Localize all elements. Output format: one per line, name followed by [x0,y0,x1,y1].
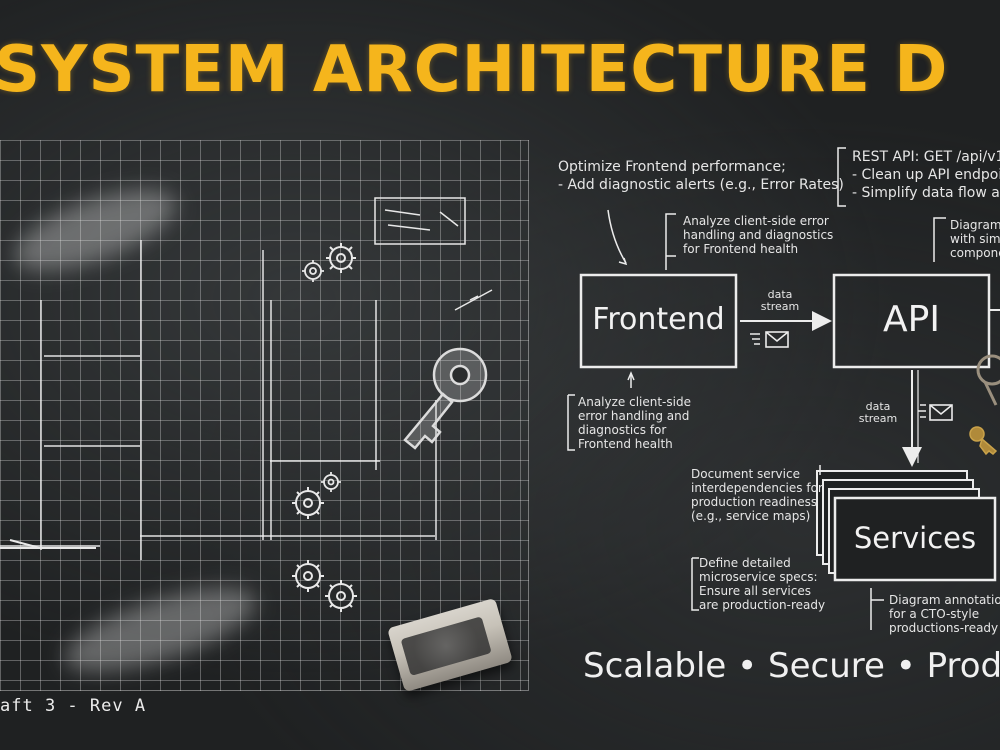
sketch-box-icon [374,197,466,245]
rest-api-note: REST API: GET /api/v1 - Clean up API end… [852,149,1000,201]
gear-icon [321,472,341,492]
chalk-line [270,300,272,540]
key-icon [969,426,998,456]
api-services-edge-label: data stream [858,400,898,425]
diagram-annotation-note: Diagram annotation for a CTO-style produ… [889,593,1000,635]
grid-sketch-board [0,140,529,691]
chalk-line [40,300,42,550]
services-node-label: Services [853,521,977,555]
gear-icon [302,260,324,282]
gear-icon [292,560,324,592]
api-node-box [832,273,991,369]
envelope-icon [918,404,953,421]
optimize-frontend-note: Optimize Frontend performance; - Add dia… [558,159,844,193]
services-node-box [816,470,997,582]
gear-icon [326,243,356,273]
chalk-line [0,545,100,547]
chalk-scribble [0,539,96,549]
gear-icon [292,487,324,519]
chalk-line [140,535,435,537]
chalk-line [44,355,140,357]
callout-connectors [567,147,946,630]
diagram-title: SYSTEM ARCHITECTURE D [0,33,949,107]
tagline: Scalable • Secure • Produ [583,646,1000,686]
key-icon [403,347,488,450]
frontend-node-label: Frontend [592,302,725,337]
chalk-line [435,400,437,540]
chalk-line [375,300,377,470]
frontend-node-box [579,273,738,369]
envelope-icon [750,331,789,348]
chalk-line [262,250,264,540]
frontend-api-edge-label: data stream [760,288,800,313]
chalk-scribble [454,289,493,311]
document-services-note: Document service interdependencies for p… [691,467,823,523]
chalk-line [140,240,142,560]
gear-icon [325,580,357,612]
analyze-client-side-note-bottom: Analyze client-side error handling and d… [578,395,691,451]
define-microservice-note: Define detailed microservice specs: Ensu… [699,556,826,612]
key-ring-icon [976,354,1000,406]
api-node-label: API [883,299,940,340]
chalk-line [44,445,140,447]
revision-label: aft 3 - Rev A [0,696,147,716]
chalk-line [270,460,380,462]
diagram-simplify-note: Diagram with simp compone [950,218,1000,260]
analyze-client-side-note-top: Analyze client-side error handling and d… [683,214,834,256]
